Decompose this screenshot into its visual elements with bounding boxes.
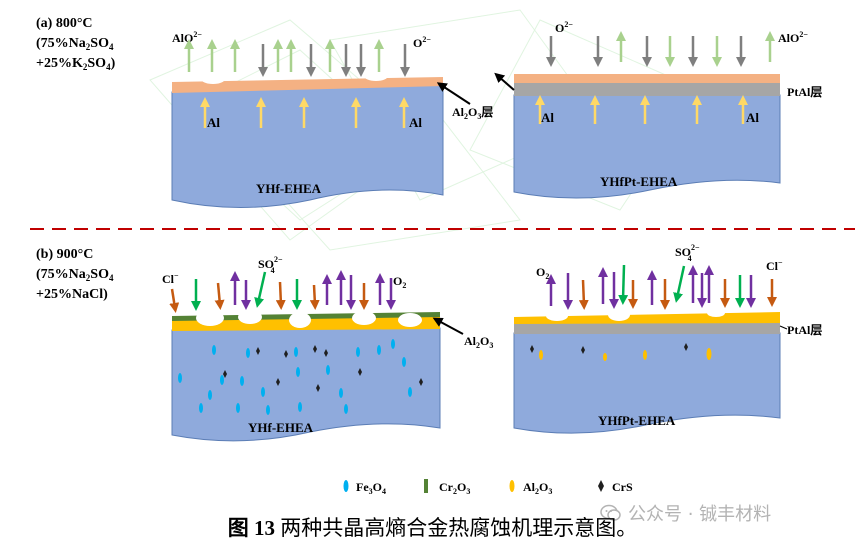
- scale-bump-b-5: [398, 313, 422, 327]
- label-alo2-right: AlO2−: [778, 30, 808, 45]
- label-o2-left: O2−: [413, 35, 431, 50]
- watermark-text: 公众号 · 铖丰材料: [628, 504, 772, 525]
- substrate-label-right-b: YHfPt-EHEA: [598, 413, 676, 428]
- scale-bump-b-1: [196, 310, 224, 326]
- scale-bump-b-r2: [608, 309, 630, 321]
- crs-precipitates: [223, 345, 423, 392]
- scale-bump-b-r3: [707, 309, 725, 317]
- label-alo2-left: AlO2−: [172, 30, 202, 45]
- legend-label-crs: CrS: [612, 480, 633, 494]
- ptal-layer-b: [514, 322, 780, 334]
- al2o3-layer-a: [172, 77, 443, 93]
- panel-a-condition-1: (75%Na2SO4: [36, 36, 114, 52]
- caption-prefix: 图 13: [227, 516, 275, 540]
- label-al2o3-layer: Al2O3层: [452, 105, 493, 121]
- fe3o4-precipitates: [178, 339, 412, 415]
- label-o2-right: O2−: [555, 20, 573, 35]
- panel-a-condition-2: +25%K2SO4): [36, 56, 116, 72]
- arrows-panel-a-left: [184, 39, 410, 128]
- pointer-ptal-layer: [494, 72, 515, 91]
- substrate-yhfpt-ehea-a: [513, 94, 781, 199]
- panel-b-title: (b) 900°C: [36, 247, 93, 262]
- substrate-label-right-a: YHfPt-EHEA: [600, 174, 678, 189]
- label-ptal-b: PtAl层: [787, 323, 822, 337]
- arrows-panel-a-right: [535, 31, 775, 124]
- label-so4-left: SO2−4: [258, 255, 283, 275]
- caption-text: 两种共晶高熵合金热腐蚀机理示意图。: [275, 516, 638, 540]
- label-al-right-2: Al: [746, 110, 759, 125]
- pointer-al2o3-b: [432, 317, 464, 335]
- substrate-yhf-ehea-b: [171, 327, 441, 442]
- arrows-panel-b-left: [169, 270, 396, 313]
- label-al-right: Al: [409, 115, 422, 130]
- legend-label-cr2o3: Cr2O3: [439, 480, 470, 496]
- label-al-left: Al: [207, 115, 220, 130]
- panel-a: (a) 800°C (75%Na2SO4 +25%K2SO4) YHf-EHEA…: [36, 16, 822, 208]
- substrate-label-left-b: YHf-EHEA: [248, 420, 314, 435]
- label-cl-right: Cl−: [766, 258, 783, 273]
- legend-swatch-al2o3: [509, 480, 515, 492]
- figure-caption: 图 13 两种共晶高熵合金热腐蚀机理示意图。: [0, 512, 865, 542]
- label-o2-right-b: O2: [536, 265, 549, 281]
- legend-label-fe3o4: Fe3O4: [356, 480, 386, 496]
- label-o2-left-b: O2: [393, 274, 406, 290]
- watermark: 公众号 · 铖丰材料: [600, 498, 850, 528]
- scale-bump-a-1: [201, 74, 225, 84]
- ptal-layer-a: [514, 82, 780, 96]
- pointer-ptal-b: [779, 325, 788, 330]
- panel-b: (b) 900°C (75%Na2SO4 +25%NaCl) YHf-EHEA: [36, 243, 822, 442]
- legend-label-al2o3: Al2O3: [523, 480, 552, 496]
- label-cl-left: Cl−: [162, 271, 179, 286]
- substrate-yhfpt-ehea-b: [513, 332, 781, 434]
- substrate-yhf-ehea-a: [171, 84, 444, 208]
- arrows-panel-b-right: [546, 264, 777, 310]
- label-so4-right: SO2−4: [675, 243, 700, 263]
- precipitates-right-b: [530, 343, 712, 361]
- scale-bump-b-3: [289, 312, 311, 328]
- al2o3-layer-a-right: [514, 74, 780, 83]
- wechat-icon: [600, 504, 621, 521]
- scale-bump-b-r1: [546, 311, 568, 321]
- scale-bump-b-4: [352, 311, 376, 325]
- panel-b-condition-1: (75%Na2SO4: [36, 267, 114, 283]
- scale-bump-b-2: [238, 310, 262, 324]
- label-ptal-a: PtAl层: [787, 85, 822, 99]
- panel-a-title: (a) 800°C: [36, 16, 93, 31]
- pointer-al2o3-layer: [436, 82, 471, 105]
- scale-bump-a-2: [364, 71, 388, 81]
- label-al2o3-ptr-b: Al2O3: [464, 334, 493, 350]
- panel-b-condition-2: +25%NaCl): [36, 287, 108, 302]
- legend: Fe3O4 Cr2O3 Al2O3 CrS: [343, 479, 633, 496]
- legend-swatch-crs: [598, 480, 604, 492]
- legend-swatch-fe3o4: [343, 480, 349, 492]
- label-al-left-2: Al: [541, 110, 554, 125]
- substrate-label-left-a: YHf-EHEA: [256, 181, 322, 196]
- legend-swatch-cr2o3: [424, 479, 428, 493]
